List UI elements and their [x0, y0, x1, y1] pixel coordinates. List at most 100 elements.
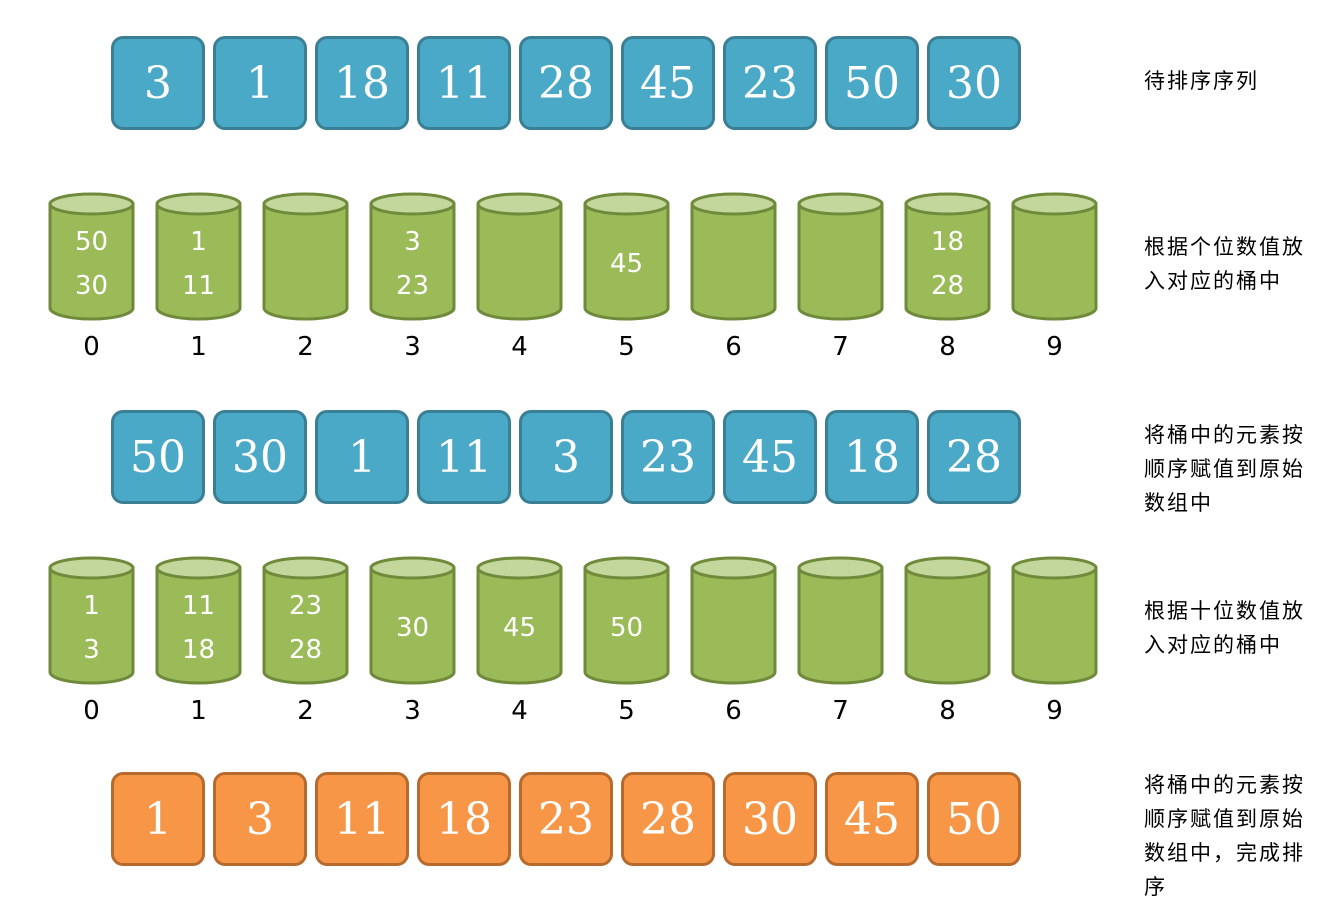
bucket: 45 4: [476, 556, 563, 726]
array-cell: 23: [723, 36, 817, 130]
array-cell: 50: [825, 36, 919, 130]
array-cell: 1: [315, 410, 409, 504]
bucket: 8: [904, 556, 991, 726]
array-cell: 23: [621, 410, 715, 504]
bucket: 6: [690, 556, 777, 726]
array-cell: 18: [417, 772, 511, 866]
bucket-index-label: 0: [83, 696, 100, 726]
array-cell: 18: [825, 410, 919, 504]
array-cell: 28: [519, 36, 613, 130]
bucket-index-label: 3: [404, 696, 421, 726]
bucket-item: 45: [502, 613, 537, 643]
bucket-cylinder-icon: 45: [583, 192, 670, 322]
array-cell: 3: [213, 772, 307, 866]
array-cell: 30: [723, 772, 817, 866]
bucket-index-label: 5: [618, 332, 635, 362]
bucket-cylinder-icon: 45: [476, 556, 563, 686]
bucket-index-label: 9: [1046, 332, 1063, 362]
bucket-index-label: 8: [939, 332, 956, 362]
bucket-index-label: 7: [832, 696, 849, 726]
bucket-index-label: 4: [511, 696, 528, 726]
bucket-index-label: 7: [832, 332, 849, 362]
bucket-cylinder-icon: [1011, 192, 1098, 322]
bucket: 6: [690, 192, 777, 362]
bucket-index-label: 6: [725, 332, 742, 362]
array-cell: 30: [927, 36, 1021, 130]
bucket-cylinder-icon: 30: [369, 556, 456, 686]
bucket: 30 3: [369, 556, 456, 726]
bucket-contents: [690, 576, 777, 680]
bucket-contents: 30: [369, 576, 456, 680]
bucket-contents: [797, 576, 884, 680]
array-cell: 50: [111, 410, 205, 504]
bucket-cylinder-icon: [476, 192, 563, 322]
bucket-item: 1: [83, 591, 100, 621]
bucket-contents: 50: [583, 576, 670, 680]
bucket-item: 30: [74, 271, 109, 301]
array-cell: 50: [927, 772, 1021, 866]
bucket-item: 30: [395, 613, 430, 643]
bucket: 4: [476, 192, 563, 362]
bucket-cylinder-icon: [797, 556, 884, 686]
bucket-item: 3: [83, 635, 100, 665]
array-cell: 11: [417, 410, 511, 504]
bucket-contents: [476, 212, 563, 316]
note-pass1: 将桶中的元素按顺序赋值到原始数组中: [1144, 423, 1305, 515]
bucket: 7: [797, 556, 884, 726]
bucket-cylinder-icon: [690, 556, 777, 686]
bucket: 7: [797, 192, 884, 362]
bucket-index-label: 1: [190, 332, 207, 362]
note-unsorted: 待排序序列: [1144, 69, 1259, 93]
bucket-index-label: 0: [83, 332, 100, 362]
bucket: 2: [262, 192, 349, 362]
bucket-contents: [690, 212, 777, 316]
note-tens-buckets: 根据十位数值放入对应的桶中: [1144, 599, 1305, 657]
bucket-index-label: 9: [1046, 696, 1063, 726]
array-cell: 30: [213, 410, 307, 504]
bucket-item: 28: [288, 635, 323, 665]
bucket: 45 5: [583, 192, 670, 362]
bucket-item: 3: [404, 227, 421, 257]
bucket-index-label: 3: [404, 332, 421, 362]
bucket-item: 11: [181, 271, 216, 301]
bucket-cylinder-icon: [262, 192, 349, 322]
array-cell: 18: [315, 36, 409, 130]
note-sorted: 将桶中的元素按顺序赋值到原始数组中，完成排序: [1144, 773, 1305, 899]
bucket-cylinder-icon: [904, 556, 991, 686]
note-ones-buckets: 根据个位数值放入对应的桶中: [1144, 235, 1305, 293]
array-cell: 11: [417, 36, 511, 130]
bucket-cylinder-icon: [690, 192, 777, 322]
array-cell: 3: [519, 410, 613, 504]
bucket-contents: [1011, 576, 1098, 680]
bucket-cylinder-icon: [797, 192, 884, 322]
bucket-item: 45: [609, 249, 644, 279]
bucket: 9: [1011, 556, 1098, 726]
bucket-item: 1: [190, 227, 207, 257]
bucket-item: 11: [181, 591, 216, 621]
bucket-item: 50: [74, 227, 109, 257]
bucket-index-label: 2: [297, 332, 314, 362]
bucket-index-label: 2: [297, 696, 314, 726]
